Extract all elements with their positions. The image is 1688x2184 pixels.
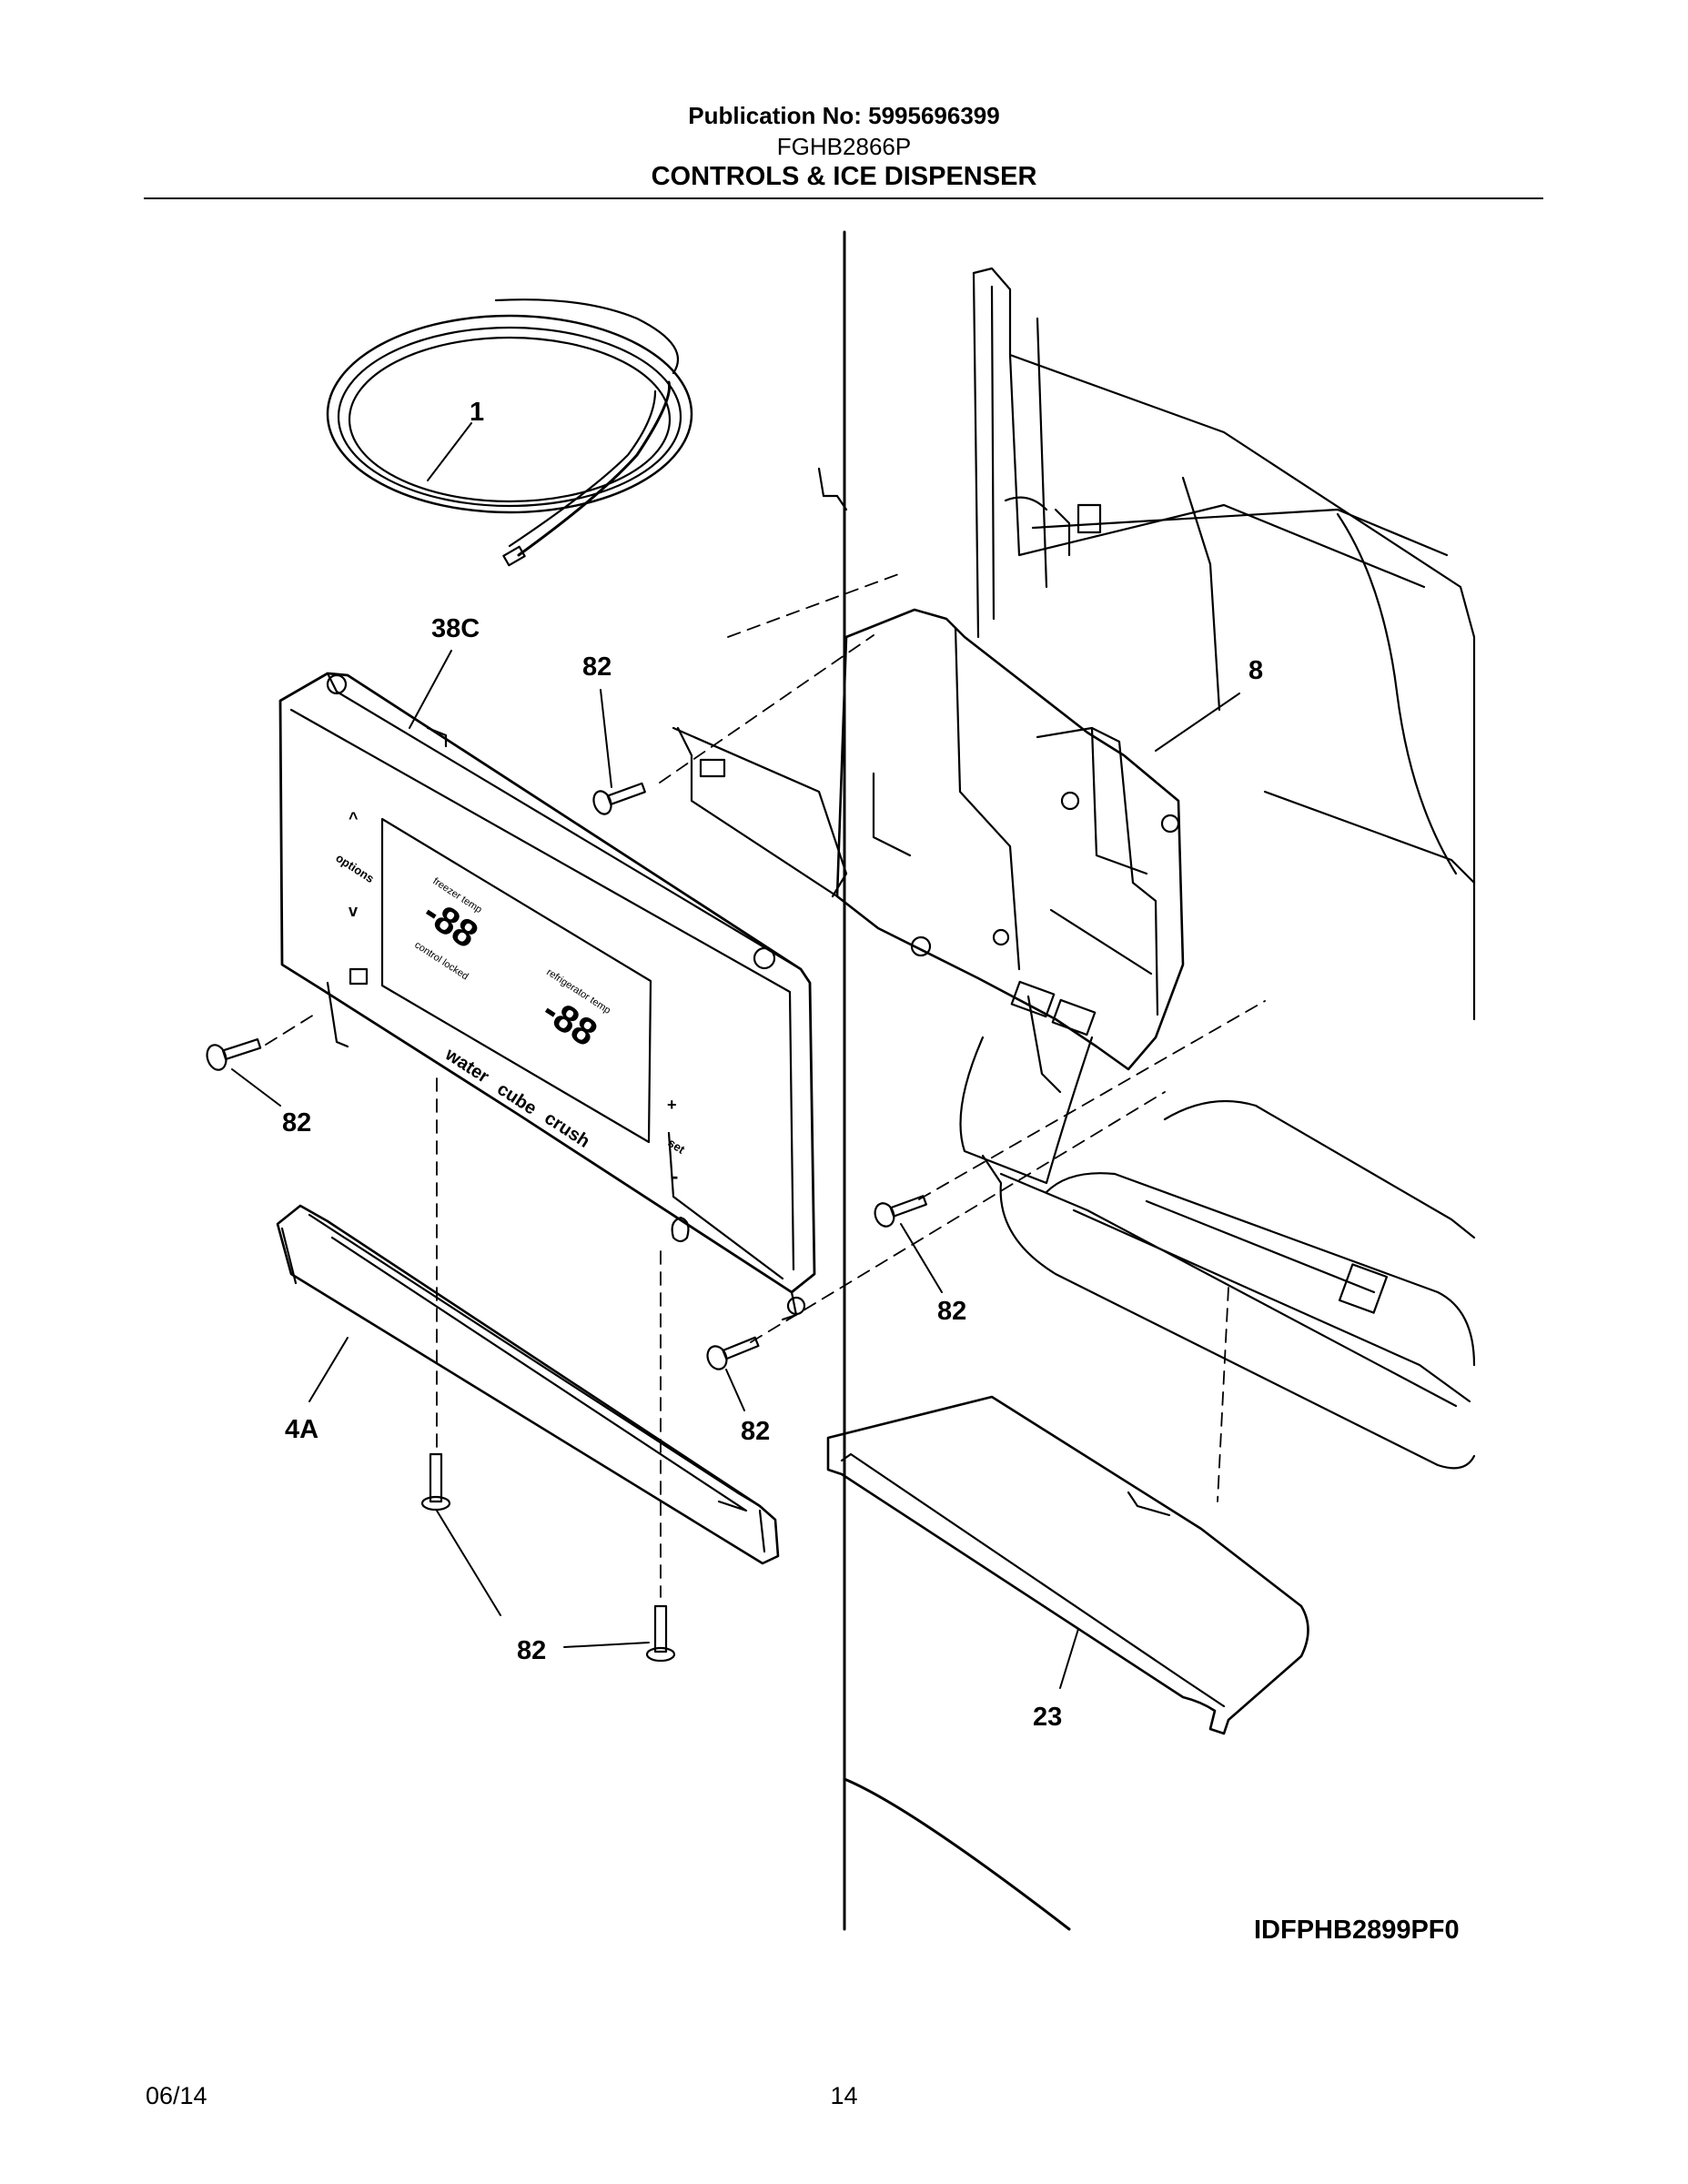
panel-up-label: ^ [349, 809, 359, 827]
callout-82-top: 82 [582, 652, 612, 682]
control-panel-part-38c [278, 672, 816, 1321]
callout-82-left: 82 [282, 1108, 311, 1138]
header-rule [144, 197, 1543, 199]
callout-82-bottom: 82 [517, 1636, 546, 1665]
alignment-lines [265, 572, 1266, 1598]
footer-date: 06/14 [146, 2082, 207, 2109]
dispenser-housing [972, 267, 1476, 1470]
drawing-id: IDFPHB2899PF0 [1254, 1916, 1460, 1945]
callout-4a: 4A [285, 1415, 318, 1444]
leader-lines [231, 422, 1240, 1689]
screw-mid-right [874, 1195, 927, 1228]
callout-8: 8 [1248, 656, 1263, 685]
publication-number: Publication No: 5995696399 [688, 102, 1000, 129]
callout-82-lower-center: 82 [741, 1417, 770, 1446]
screw-top [592, 782, 646, 815]
dispenser-mechanism-part-8 [672, 467, 1185, 1185]
screw-bottom-right [645, 1604, 676, 1663]
screw-bottom-left [420, 1452, 451, 1512]
screw-left [206, 1038, 262, 1071]
footer-page-number: 14 [830, 2082, 858, 2109]
model-number: FGHB2866P [776, 133, 912, 160]
drip-tray-part-23 [826, 1395, 1309, 1735]
panel-minus-label: - [672, 1165, 678, 1188]
panel-options-label: options [333, 851, 377, 885]
callout-82-mid-right: 82 [937, 1297, 966, 1326]
trim-bar-part-4a [276, 1204, 780, 1565]
callout-1: 1 [470, 398, 484, 427]
tubing-coil-part-1 [326, 298, 693, 567]
callout-23: 23 [1033, 1703, 1062, 1732]
section-title: CONTROLS & ICE DISPENSER [651, 162, 1037, 191]
callout-38c: 38C [431, 614, 480, 643]
screw-lower-center [706, 1336, 760, 1370]
door-bottom-curve [843, 1777, 1071, 1931]
panel-down-label: v [349, 902, 358, 920]
panel-plus-label: + [667, 1096, 677, 1114]
